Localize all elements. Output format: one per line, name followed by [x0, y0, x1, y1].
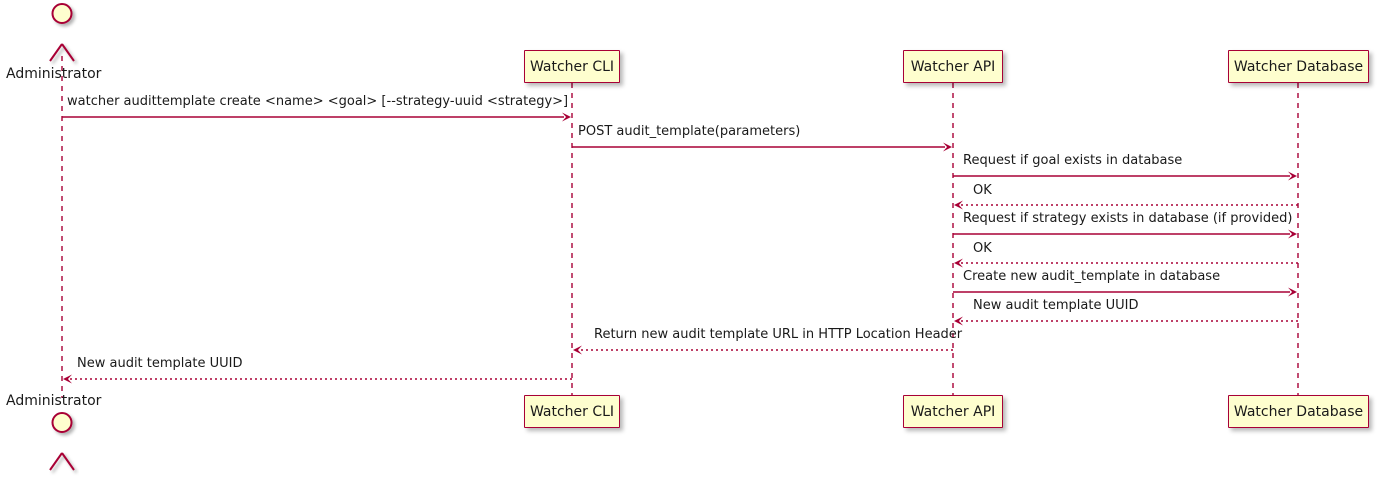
message-1 [62, 112, 571, 122]
message-8 [954, 316, 1298, 326]
message-arrowhead-3 [1288, 171, 1297, 181]
actor-head [51, 412, 73, 433]
participant-box-database-bottom[interactable]: Watcher Database [1228, 395, 1369, 428]
message-arrowhead-9 [573, 345, 582, 355]
message-arrowhead-6 [954, 258, 963, 268]
participant-label-cli: Watcher CLI [529, 403, 615, 420]
message-9 [573, 345, 953, 355]
message-10 [63, 374, 572, 384]
message-arrowhead-10 [63, 374, 72, 384]
message-label-6: OK [973, 241, 992, 256]
message-3 [953, 171, 1297, 181]
message-label-10: New audit template UUID [77, 356, 243, 371]
message-arrowhead-4 [954, 200, 963, 210]
actor-head [51, 3, 73, 24]
message-label-9: Return new audit template URL in HTTP Lo… [594, 327, 963, 342]
participant-box-database-top[interactable]: Watcher Database [1228, 50, 1369, 83]
actor-label-admin-top: Administrator [6, 66, 102, 82]
message-5 [953, 229, 1297, 239]
participant-box-api-bottom[interactable]: Watcher API [903, 395, 1003, 428]
participant-label-database: Watcher Database [1233, 58, 1364, 75]
message-label-7: Create new audit_template in database [963, 269, 1221, 284]
actor-figure-admin-bottom [48, 412, 76, 471]
message-4 [954, 200, 1298, 210]
participant-box-cli-top[interactable]: Watcher CLI [524, 50, 620, 83]
message-6 [954, 258, 1298, 268]
actor-leg-left [49, 43, 63, 62]
participant-label-api: Watcher API [910, 403, 996, 420]
participant-box-api-top[interactable]: Watcher API [903, 50, 1003, 83]
actor-leg-right [61, 452, 75, 471]
message-label-1: watcher audittemplate create <name> <goa… [67, 94, 569, 109]
participant-label-cli: Watcher CLI [529, 58, 615, 75]
participant-label-database: Watcher Database [1233, 403, 1364, 420]
message-label-2: POST audit_template(parameters) [578, 124, 801, 139]
participant-box-cli-bottom[interactable]: Watcher CLI [524, 395, 620, 428]
message-2 [572, 142, 952, 152]
message-arrowhead-2 [943, 142, 952, 152]
message-arrowhead-1 [562, 112, 571, 122]
actor-figures-group [48, 3, 76, 471]
message-arrows-group [62, 112, 1298, 384]
message-arrowhead-7 [1288, 287, 1297, 297]
message-label-5: Request if strategy exists in database (… [963, 211, 1293, 226]
actor-leg-right [61, 43, 75, 62]
message-arrowhead-8 [954, 316, 963, 326]
message-label-4: OK [973, 183, 992, 198]
message-label-3: Request if goal exists in database [963, 153, 1183, 168]
message-label-8: New audit template UUID [973, 298, 1139, 313]
actor-leg-left [49, 452, 63, 471]
actor-figure-admin-top [48, 3, 76, 62]
lifelines-group [61, 56, 1299, 398]
message-arrowhead-5 [1288, 229, 1297, 239]
participant-label-api: Watcher API [910, 58, 996, 75]
message-7 [953, 287, 1297, 297]
actor-label-admin-bottom: Administrator [6, 393, 102, 409]
